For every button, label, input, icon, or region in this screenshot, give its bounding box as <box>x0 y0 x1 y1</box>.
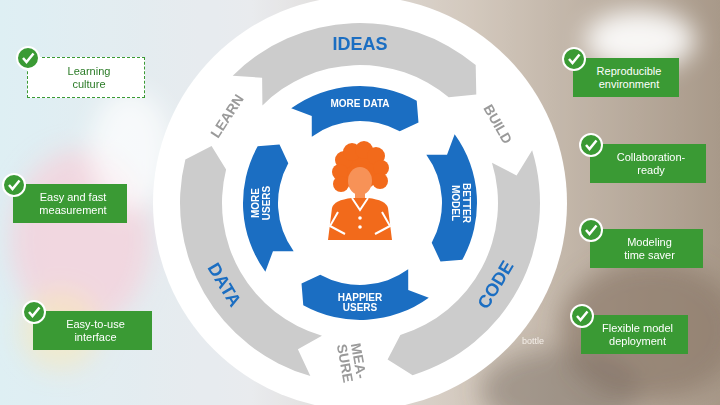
cycle-step: MORE USERS <box>250 172 271 234</box>
cycle-stage: IDEAS <box>332 35 387 54</box>
stage-text: CODE <box>475 258 518 312</box>
gap-text: MEA- SURE <box>334 342 370 384</box>
check-mark <box>23 54 34 63</box>
hair <box>333 176 349 192</box>
check-circle <box>571 305 593 327</box>
cycle-disc <box>153 0 567 405</box>
check-mark <box>29 308 40 317</box>
benefit-text: Easy and fast measurement <box>33 191 113 217</box>
cycle-step: HAPPIER USERS <box>329 292 391 313</box>
body <box>328 198 392 240</box>
benefit-box: Easy-to-use interface <box>33 311 152 350</box>
cycle-rings <box>180 23 540 376</box>
benefit-box: Modeling time saver <box>590 229 703 268</box>
collar <box>352 198 368 210</box>
button <box>358 225 362 229</box>
inner-arc <box>302 269 429 320</box>
cycle-gap-label: LEARN <box>208 92 246 140</box>
benefit-text: Learning culture <box>59 65 119 91</box>
benefit-text: Modeling time saver <box>619 236 681 262</box>
check-mark <box>586 226 597 235</box>
check-icon <box>580 219 602 241</box>
stage-text: MORE DATA <box>329 98 391 109</box>
check-circle <box>17 47 39 69</box>
cycle-step: BETTER MODEL <box>449 172 470 234</box>
stage-text: IDEAS <box>332 35 387 54</box>
cycle-arc <box>388 150 540 375</box>
check-mark <box>569 55 580 64</box>
inner-arc <box>243 145 294 272</box>
check-icon <box>563 48 585 70</box>
benefit-text: Easy-to-use interface <box>56 318 136 344</box>
cycle-gap-label: MEA- SURE <box>334 340 369 384</box>
cycle-gap-label: BUILD <box>481 101 515 145</box>
inner-arc <box>426 134 477 261</box>
check-mark <box>586 141 597 150</box>
person-icon <box>328 141 392 240</box>
benefit-box: Easy and fast measurement <box>13 184 127 223</box>
button <box>358 216 362 220</box>
benefit-box: Reproducible environment <box>573 58 679 97</box>
watermark-text: bottle <box>522 336 544 346</box>
stage-text: HAPPIER USERS <box>329 292 391 313</box>
check-icon <box>17 47 39 69</box>
check-icon <box>3 174 25 196</box>
cycle-step: MORE DATA <box>329 98 391 109</box>
check-mark <box>577 312 588 321</box>
check-circle <box>23 301 45 323</box>
check-mark <box>9 181 20 190</box>
hair <box>372 173 388 189</box>
check-icon <box>571 305 593 327</box>
check-circle <box>3 174 25 196</box>
gap-text: LEARN <box>207 92 247 141</box>
face <box>348 167 372 195</box>
cycle-stage: CODE <box>475 258 518 312</box>
check-circle <box>580 219 602 241</box>
inner-arc <box>291 86 418 137</box>
stage-text: BETTER MODEL <box>449 172 470 234</box>
benefit-text: Flexible model deployment <box>598 322 678 348</box>
benefit-box: Learning culture <box>27 57 145 98</box>
check-icon <box>580 134 602 156</box>
cycle-stage: DATA <box>203 260 244 310</box>
watermark: bottle <box>522 337 544 346</box>
benefit-text: Collaboration-ready <box>611 151 691 177</box>
gap-text: BUILD <box>480 101 515 146</box>
check-circle <box>580 134 602 156</box>
arm <box>330 212 345 234</box>
check-icon <box>23 301 45 323</box>
stage-text: MORE USERS <box>250 172 271 234</box>
arm <box>375 212 390 234</box>
stage-text: DATA <box>203 260 244 310</box>
benefit-text: Reproducible environment <box>589 65 669 91</box>
check-circle <box>563 48 585 70</box>
benefit-box: Flexible model deployment <box>581 315 688 354</box>
benefit-box: Collaboration-ready <box>590 144 706 183</box>
